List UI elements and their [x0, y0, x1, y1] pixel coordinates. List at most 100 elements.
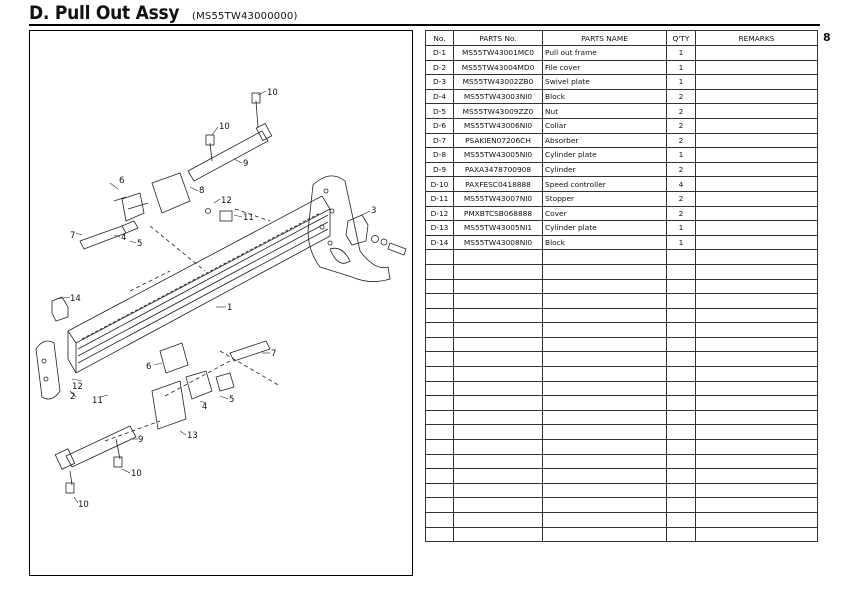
- callout-label: 9: [138, 435, 143, 445]
- cell-remarks: [695, 59, 818, 76]
- cell-parts-no: MS55TW43005NI0: [453, 147, 543, 163]
- cell-parts-no: [453, 307, 543, 324]
- cell-parts-no: MS55TW43004MD0: [453, 59, 543, 76]
- cell-remarks: [695, 205, 818, 222]
- title-underline: [29, 24, 820, 26]
- cell-parts-name: [542, 409, 667, 426]
- cell-no: D-13: [425, 220, 454, 236]
- cell-parts-name: [542, 249, 667, 265]
- cell-qty: [666, 395, 696, 411]
- cell-qty: 1: [666, 74, 696, 90]
- cell-no: D-8: [425, 147, 454, 163]
- table-row-empty: [425, 263, 818, 280]
- cell-qty: [666, 512, 696, 528]
- cell-qty: [666, 278, 696, 295]
- cell-parts-name: [542, 293, 667, 309]
- cell-parts-name: Cylinder plate: [542, 220, 667, 236]
- callout-label: 3: [371, 206, 376, 216]
- column-header-no: No.: [425, 30, 454, 46]
- lower-cylinder-drawing: [54, 380, 187, 494]
- cell-qty: [666, 482, 696, 499]
- cell-no: D-5: [425, 103, 454, 119]
- cell-no: D-12: [425, 205, 454, 222]
- callout-label: 2: [70, 392, 75, 402]
- cell-parts-name: [542, 366, 667, 382]
- cell-remarks: [695, 453, 818, 470]
- cell-parts-no: PAXFESC0418888: [453, 176, 543, 192]
- cell-qty: [666, 351, 696, 368]
- cell-qty: 2: [666, 190, 696, 207]
- table-row-empty: [425, 307, 818, 324]
- cell-qty: 1: [666, 45, 696, 61]
- cell-parts-name: Stopper: [542, 190, 667, 207]
- cell-remarks: [695, 278, 818, 295]
- table-row-empty: [425, 439, 818, 455]
- cell-parts-no: [453, 351, 543, 368]
- table-row-empty: [425, 409, 818, 426]
- parts-table: No. PARTS No. PARTS NAME Q'TY REMARKS D-…: [425, 30, 818, 543]
- cell-no: D-3: [425, 74, 454, 90]
- callout-label: 10: [78, 500, 89, 510]
- cell-no: D-10: [425, 176, 454, 192]
- cell-parts-name: Absorber: [542, 132, 667, 149]
- assembly-code: (MS55TW43000000): [191, 11, 298, 22]
- cell-no: [425, 351, 454, 368]
- cell-remarks: [695, 336, 818, 353]
- cell-no: [425, 336, 454, 353]
- callout-label: 10: [219, 122, 230, 132]
- table-row-empty: [425, 453, 818, 470]
- cell-no: [425, 526, 454, 543]
- column-header-parts-no: PARTS No.: [453, 30, 543, 46]
- cell-parts-name: [542, 453, 667, 470]
- callout-label: 12: [221, 196, 232, 206]
- assembly-guide-lines: [104, 208, 281, 442]
- cell-no: [425, 497, 454, 513]
- cell-no: D-9: [425, 161, 454, 178]
- cell-no: [425, 409, 454, 426]
- callout-label: 8: [199, 186, 204, 196]
- table-row-empty: [425, 468, 818, 484]
- cell-qty: [666, 497, 696, 513]
- cell-qty: 4: [666, 176, 696, 192]
- cell-remarks: [695, 161, 818, 178]
- upper-cylinder-drawing: [187, 92, 273, 182]
- cell-remarks: [695, 497, 818, 513]
- cell-remarks: [695, 512, 818, 528]
- cell-parts-name: Cylinder: [542, 161, 667, 178]
- column-header-parts-name: PARTS NAME: [542, 30, 667, 46]
- cell-qty: 2: [666, 103, 696, 119]
- column-header-qty: Q'TY: [666, 30, 696, 46]
- cell-no: D-4: [425, 88, 454, 105]
- table-row-empty: [425, 512, 818, 528]
- cell-parts-no: [453, 249, 543, 265]
- table-row-empty: [425, 482, 818, 499]
- cell-qty: 2: [666, 161, 696, 178]
- cell-parts-name: Block: [542, 234, 667, 251]
- cell-remarks: [695, 395, 818, 411]
- cell-parts-no: MS55TW43008NI0: [453, 234, 543, 251]
- cell-remarks: [695, 74, 818, 90]
- cell-parts-name: Cover: [542, 205, 667, 222]
- callout-label: 4: [202, 402, 207, 412]
- cell-no: [425, 366, 454, 382]
- cell-remarks: [695, 132, 818, 149]
- cell-parts-name: [542, 526, 667, 543]
- cell-parts-no: [453, 453, 543, 470]
- cell-parts-no: [453, 380, 543, 397]
- cell-parts-no: [453, 468, 543, 484]
- lower-block-drawing: [159, 340, 271, 400]
- cell-qty: [666, 322, 696, 338]
- cell-parts-no: PAXA3478700908: [453, 161, 543, 178]
- cell-parts-name: [542, 322, 667, 338]
- cell-parts-name: [542, 497, 667, 513]
- assembly-title: D. Pull Out Assy: [29, 2, 180, 24]
- table-row-empty: [425, 526, 818, 543]
- cell-qty: [666, 468, 696, 484]
- swivel-block-drawing: [345, 214, 407, 256]
- cell-parts-name: [542, 512, 667, 528]
